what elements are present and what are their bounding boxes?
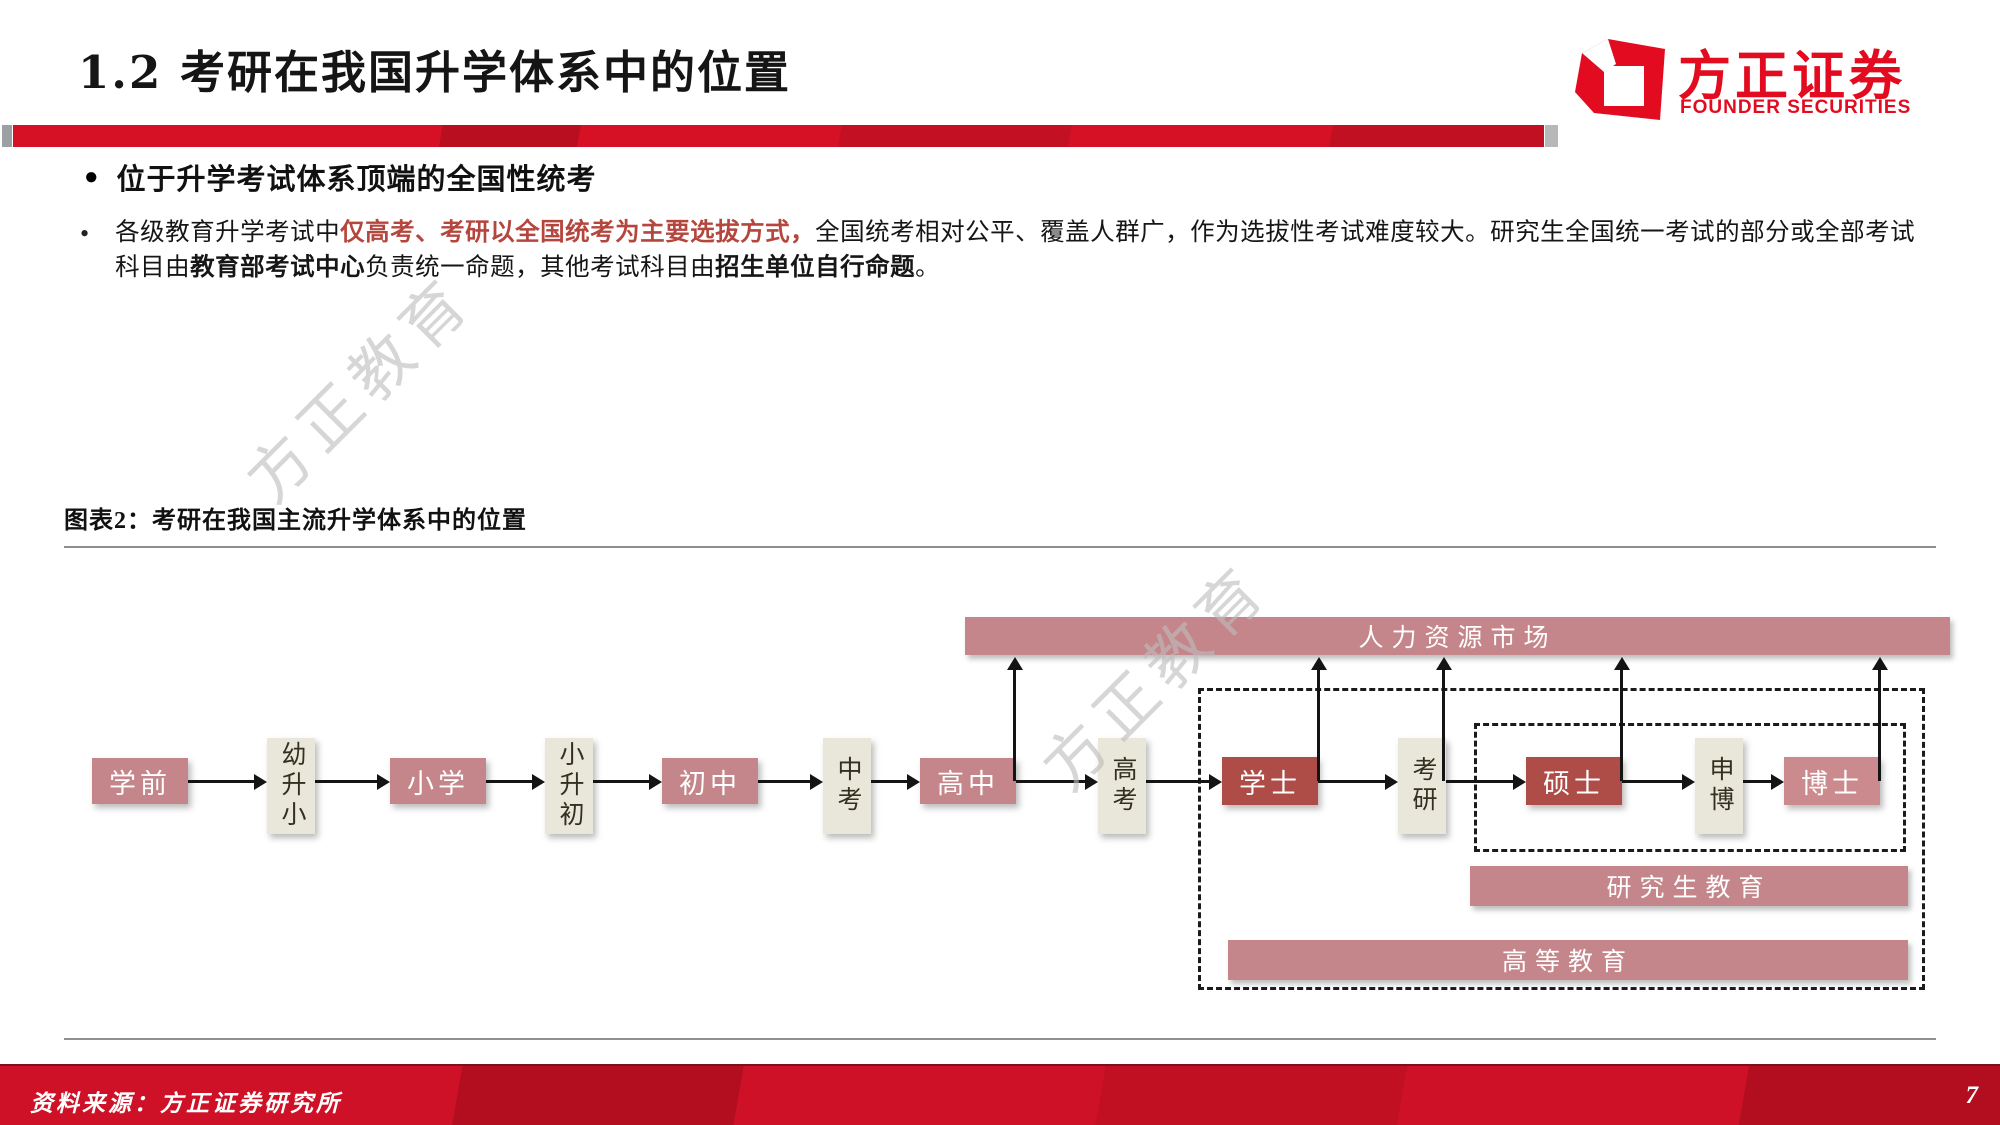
stage-senior-high: 高中 — [920, 758, 1016, 804]
graduate-education-dashed-frame — [1474, 723, 1906, 852]
flow-arrow-10 — [1446, 773, 1526, 790]
exam-gaokao: 高考 — [1098, 738, 1146, 834]
stage-preschool-label: 学前 — [109, 768, 171, 799]
exam-kindergarten-to-primary-label: 幼升小 — [278, 741, 305, 831]
figure-bottom-rule — [64, 1038, 1936, 1040]
paragraph-bullet: • — [80, 219, 90, 248]
paragraph-text: 各级教育升学考试中仅高考、考研以全国统考为主要选拔方式，全国统考相对公平、覆盖人… — [115, 216, 1920, 286]
stage-senior-high-label: 高中 — [937, 768, 999, 799]
stage-primary-school-label: 小学 — [407, 768, 469, 799]
exam-primary-to-junior-label: 小升初 — [556, 741, 583, 831]
flow-arrow-11 — [1622, 773, 1695, 790]
founder-cube-icon — [1575, 39, 1665, 120]
figure-top-rule — [64, 546, 1936, 548]
figure-caption: 图表2：考研在我国主流升学体系中的位置 — [64, 508, 527, 534]
paragraph-bold-recruiting-unit: 招生单位自行命题 — [715, 253, 916, 281]
paragraph-seg1: 各级教育升学考试中 — [115, 219, 341, 246]
divider-red-strip — [13, 125, 1544, 147]
flow-arrow-4 — [593, 773, 662, 790]
exam-primary-to-junior: 小升初 — [545, 738, 593, 834]
up-arrow-doctor — [1871, 657, 1888, 781]
founder-securities-logo: 方正证券 FOUNDER SECURITIES — [1572, 34, 1910, 129]
logo-text-english: FOUNDER SECURITIES — [1680, 97, 1912, 118]
page-number: 7 — [1965, 1082, 1979, 1109]
stage-junior-high: 初中 — [662, 758, 758, 804]
section-heading: ● 位于升学考试体系顶端的全国性统考 — [84, 156, 597, 198]
flow-arrow-12 — [1743, 773, 1784, 790]
page-title: 1.2 考研在我国升学体系中的位置 — [78, 46, 791, 99]
up-arrow-bachelor — [1310, 657, 1327, 781]
section-heading-text: 位于升学考试体系顶端的全国性统考 — [116, 164, 597, 196]
exam-gaokao-label: 高考 — [1109, 756, 1136, 816]
flow-arrow-3 — [486, 773, 545, 790]
paragraph-seg3: 全国统考相对公平、覆盖人群广，作为选拔性考试难度较大。研究生全国统一考试的部分或… — [115, 219, 1916, 281]
higher-education-dashed-frame — [1198, 688, 1925, 990]
footer-bar: 资料来源：方正证券研究所 7 — [0, 1064, 2000, 1125]
paragraph-red-emphasis: 仅高考、考研以全国统考为主要选拔方式， — [340, 219, 816, 246]
stage-primary-school: 小学 — [390, 758, 486, 804]
flow-arrow-8 — [1146, 773, 1222, 790]
divider-gray-cap-left — [2, 125, 12, 147]
exam-phd-application-label: 申博 — [1706, 756, 1733, 816]
exam-kindergarten-to-primary: 幼升小 — [267, 738, 315, 834]
degree-master-label: 硕士 — [1543, 768, 1605, 799]
paragraph-seg5: 负责统一命题，其他考试科目由 — [365, 253, 716, 281]
higher-education-bar: 高等教育 — [1228, 940, 1908, 980]
stage-junior-high-label: 初中 — [679, 768, 741, 799]
divider-gray-cap-right — [1545, 125, 1558, 147]
exam-kaoyan-label: 考研 — [1409, 756, 1436, 816]
title-divider-bar — [2, 125, 1558, 147]
degree-bachelor: 学士 — [1222, 757, 1318, 805]
paragraph-bold-moe-center: 教育部考试中心 — [190, 253, 366, 281]
flow-arrow-9 — [1318, 773, 1398, 790]
degree-master: 硕士 — [1526, 757, 1622, 805]
exam-kaoyan: 考研 — [1398, 738, 1446, 834]
exam-zhongkao-label: 中考 — [834, 756, 861, 816]
stage-preschool: 学前 — [92, 758, 188, 804]
flow-arrow-7 — [1016, 773, 1098, 790]
exam-zhongkao: 中考 — [823, 738, 871, 834]
graduate-education-bar: 研究生教育 — [1470, 866, 1908, 906]
bullet-dot-icon: ● — [84, 163, 99, 190]
flow-arrow-6 — [871, 773, 920, 790]
up-arrow-master — [1613, 657, 1630, 781]
up-arrow-kaoyan — [1435, 657, 1452, 781]
up-arrow-senior-high — [1006, 657, 1023, 781]
flow-arrow-2 — [315, 773, 390, 790]
footer-source-text: 资料来源：方正证券研究所 — [30, 1091, 342, 1116]
body-paragraph: • 各级教育升学考试中仅高考、考研以全国统考为主要选拔方式，全国统考相对公平、覆… — [80, 216, 1920, 286]
exam-phd-application: 申博 — [1695, 738, 1743, 834]
degree-doctor: 博士 — [1784, 757, 1880, 805]
hr-market-bar: 人力资源市场 — [965, 617, 1950, 655]
flow-arrow-1 — [188, 773, 267, 790]
paragraph-seg7: 。 — [915, 253, 941, 281]
degree-bachelor-label: 学士 — [1239, 768, 1301, 799]
flow-arrow-5 — [758, 773, 823, 790]
logo-text-chinese: 方正证券 — [1678, 46, 1906, 107]
degree-doctor-label: 博士 — [1801, 768, 1863, 799]
